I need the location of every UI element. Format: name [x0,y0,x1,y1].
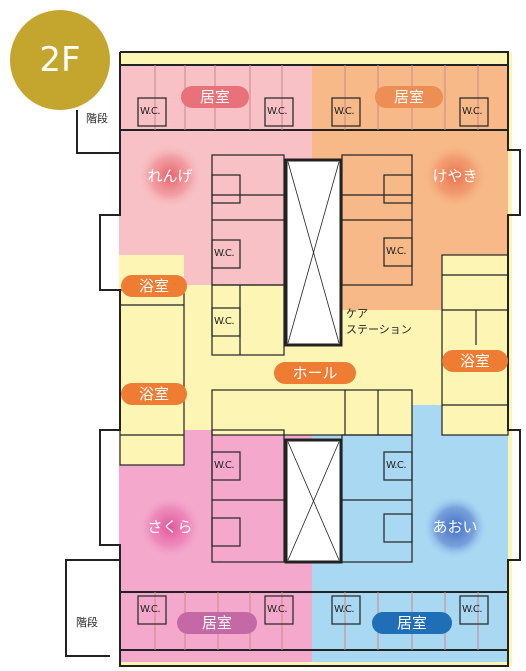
aoi-circle [423,495,487,559]
unit-name-aoi: あおい [432,518,478,536]
unit-name-keyaki: けやき [432,167,478,185]
room-pill-sakura: 居室 [177,612,257,634]
elevator-shaft-top [284,158,343,347]
bath-pill-right: 浴室 [442,350,508,372]
stairs-label-top: 階段 [86,112,108,125]
wc-label: W.C. [214,248,235,259]
wc-label: W.C. [334,106,355,117]
wc-label: W.C. [462,106,483,117]
wc-label: W.C. [334,604,355,615]
room-pill-renge: 居室 [181,86,249,108]
wc-label: W.C. [386,460,407,471]
wc-label: W.C. [214,460,235,471]
floor-badge: 2F [10,10,110,110]
wc-label: W.C. [140,604,161,615]
bath-pill-left-bottom: 浴室 [121,383,187,405]
room-pill-keyaki: 居室 [375,86,443,108]
keyaki-circle [423,144,487,208]
core-rooms [119,154,509,563]
bath-pill-left-top: 浴室 [121,275,187,297]
stairs-label-bottom: 階段 [76,616,98,629]
hall-pill: ホール [274,362,356,384]
wc-label: W.C. [214,316,235,327]
room-pill-aoi: 居室 [372,612,452,634]
wc-label: W.C. [386,246,407,257]
wc-label: W.C. [140,106,161,117]
care-station-line2: ステーション [346,323,412,336]
renge-circle [138,144,202,208]
unit-name-sakura: さくら [147,518,193,536]
unit-name-renge: れんげ [147,167,193,185]
sakura-circle [138,495,202,559]
wc-label: W.C. [462,604,483,615]
wc-label: W.C. [267,106,288,117]
care-station-line1: ケア [346,307,368,320]
wc-label: W.C. [267,604,288,615]
elevator-shaft-bottom [284,438,343,564]
